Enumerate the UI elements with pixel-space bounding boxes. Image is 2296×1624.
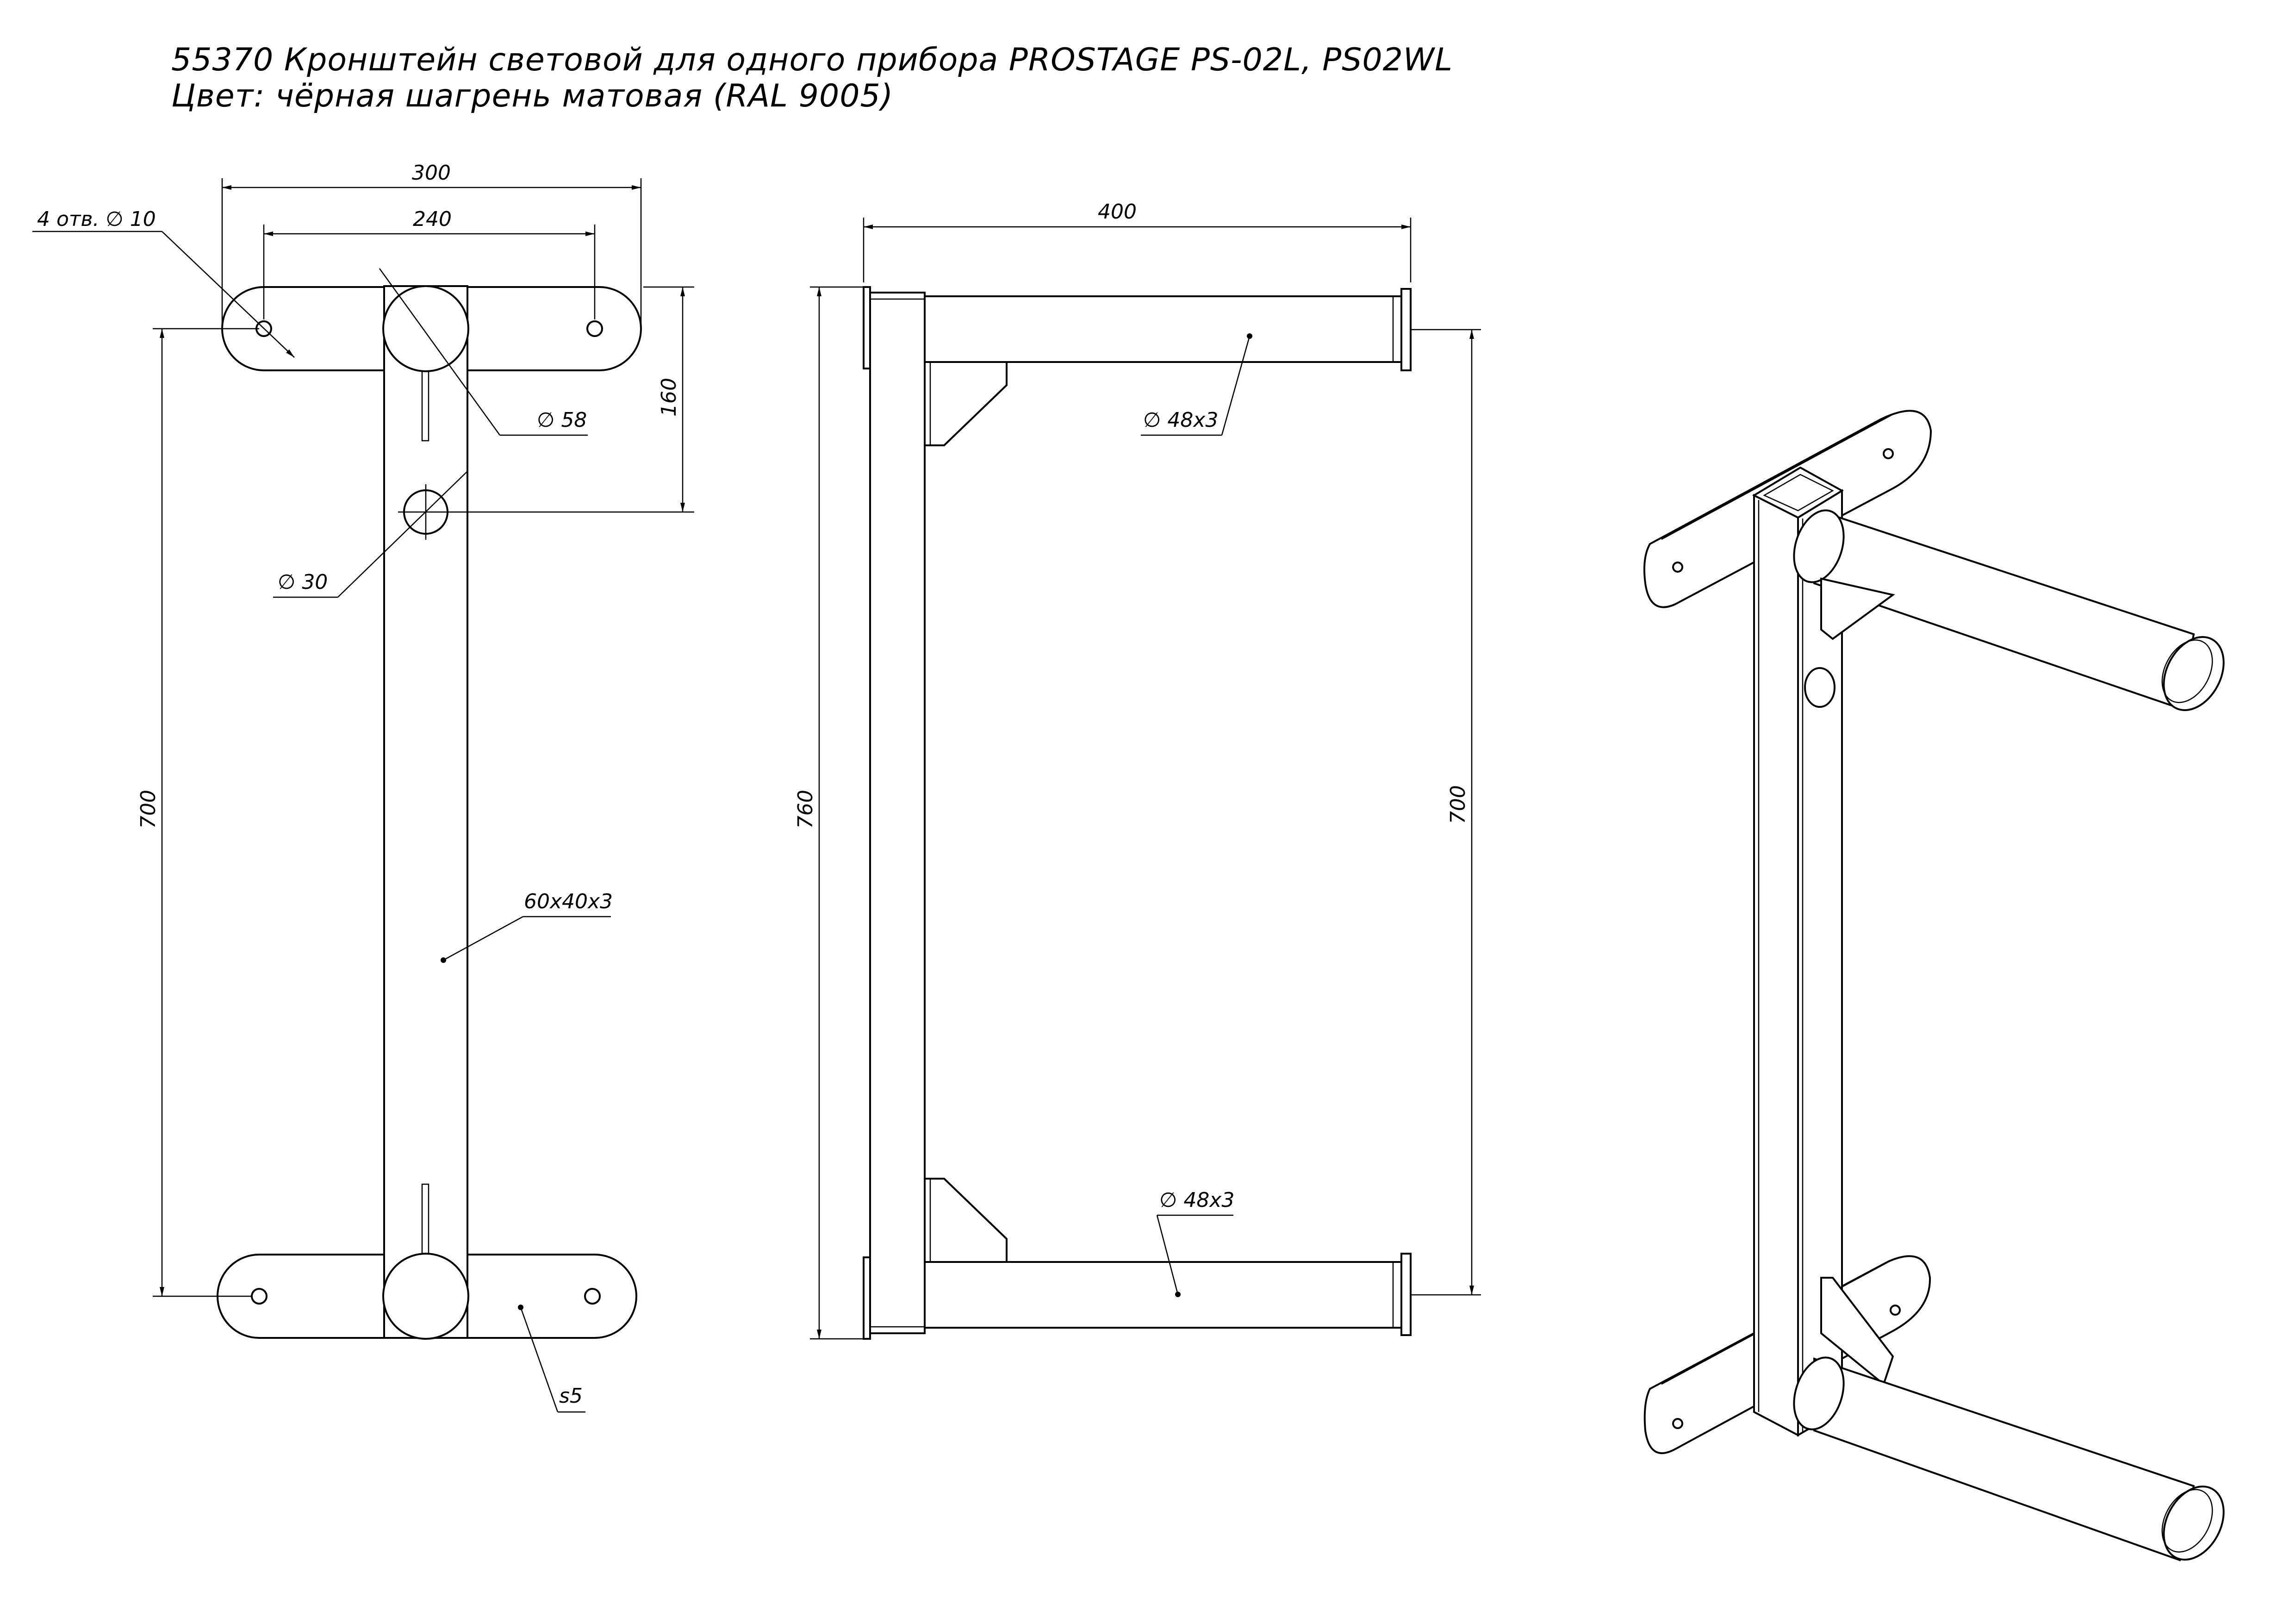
side-top-tube — [924, 295, 1402, 363]
front-view: 300 240 4 отв. ∅ 10 ∅ 58 160 ∅ 30 700 60 — [32, 161, 694, 1413]
iso-bottom-tube-root — [1793, 1356, 1845, 1430]
iso-bottom-gusset — [1820, 1277, 1894, 1386]
isometric-view — [1643, 410, 2225, 1562]
iso-top-tube-cap — [2163, 636, 2225, 712]
side-bottom-tube-cap — [1400, 1253, 1412, 1336]
iso-side-hole — [1804, 667, 1836, 708]
side-top-plate — [863, 286, 871, 369]
side-profile — [869, 292, 926, 1334]
profile-label: 60x40x3 — [524, 890, 613, 913]
drawing-color-note: Цвет: чёрная шагрень матовая (RAL 9005) — [171, 78, 894, 114]
dim-30: ∅ 30 — [278, 570, 328, 594]
dim-700-side: 700 — [1446, 785, 1470, 824]
mounting-hole — [586, 320, 603, 337]
top-tube-end — [382, 285, 469, 372]
iso-top-tube-root — [1793, 509, 1845, 583]
square-profile — [383, 285, 468, 1339]
iso-top-gusset — [1820, 577, 1895, 640]
dim-400: 400 — [1098, 200, 1137, 224]
tube-top-label: ∅ 48x3 — [1143, 408, 1218, 432]
iso-bottom-tube — [1813, 1357, 2195, 1562]
side-bottom-plate — [863, 1256, 871, 1340]
side-top-gusset — [924, 361, 1008, 446]
side-view: 400 ∅ 48x3 ∅ 48x3 760 700 — [794, 200, 1481, 1340]
side-bottom-gusset — [924, 1178, 1008, 1263]
dim-160: 160 — [657, 378, 681, 417]
iso-profile-front — [1753, 493, 1799, 1437]
dim-240: 240 — [413, 207, 452, 231]
dim-300: 300 — [412, 161, 451, 185]
iso-profile-top — [1752, 466, 1844, 519]
tube-bottom-label: ∅ 48x3 — [1159, 1188, 1234, 1212]
thickness-label: s5 — [559, 1384, 583, 1408]
top-gusset-edge — [421, 370, 429, 442]
side-bottom-tube — [924, 1261, 1402, 1329]
dim-700-front: 700 — [137, 790, 160, 829]
iso-bottom-tube-cap — [2163, 1485, 2225, 1561]
mounting-hole — [584, 1288, 601, 1305]
holes-label: 4 отв. ∅ 10 — [37, 207, 156, 231]
bottom-tube-end — [382, 1253, 469, 1340]
dim-58: ∅ 58 — [537, 408, 587, 432]
side-top-tube-cap — [1400, 288, 1412, 371]
drawing-title: 55370 Кронштейн световой для одного приб… — [171, 42, 1453, 78]
dim-760: 760 — [794, 790, 817, 829]
bottom-gusset-edge — [421, 1183, 429, 1255]
